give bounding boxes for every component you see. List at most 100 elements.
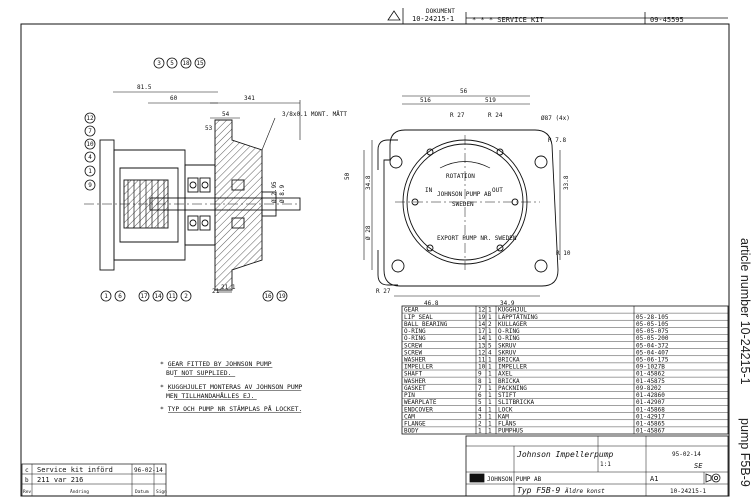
part-pos: 12	[478, 349, 486, 356]
dim-i: R 27	[450, 112, 465, 119]
front-view	[363, 95, 561, 297]
dim-p: 46.8	[424, 300, 439, 307]
part-article: 05-06-175	[636, 356, 669, 363]
dim-f: 56	[460, 88, 468, 95]
part-name-en: ENDCOVER	[404, 406, 433, 413]
part-name-en: PIN	[404, 392, 415, 399]
balloon: 2	[180, 290, 192, 302]
part-pos: 1	[478, 428, 482, 435]
part-pos: 13	[478, 342, 486, 349]
part-article: 01-45862	[636, 371, 665, 378]
thread-note: 3/8x0.1 MONT. MÅTT	[282, 111, 347, 118]
balloon: 17	[138, 290, 150, 302]
balloon-label: 3	[157, 60, 161, 67]
part-name-sv: O-RING	[498, 335, 520, 342]
part-qty: 5	[488, 342, 492, 349]
part-qty: 1	[488, 420, 492, 427]
part-name-en: SCREW	[404, 349, 422, 356]
pump-type: Typ F5B-9	[517, 486, 561, 495]
part-article: 09-1027B	[636, 364, 665, 371]
part-name-en: GASKET	[404, 385, 426, 392]
part-pos: 7	[478, 385, 482, 392]
balloon-label: 14	[154, 293, 162, 300]
part-article: 01-42917	[636, 413, 665, 420]
balloon-label: 5	[170, 60, 174, 67]
part-article: 05-04-372	[636, 342, 669, 349]
part-name-en: IMPELLER	[404, 364, 433, 371]
part-name-sv: SKRUV	[498, 342, 516, 349]
part-name-sv: SLITBRICKA	[498, 399, 535, 406]
part-qty: 1	[488, 378, 492, 385]
part-pos: 8	[478, 378, 482, 385]
plate-out: OUT	[492, 187, 503, 194]
rev-head-b: Ändring	[70, 488, 89, 495]
extra-note: Äldre konst	[564, 488, 605, 495]
sheet-size: A1	[650, 475, 658, 483]
part-article: 01-45868	[636, 406, 665, 413]
part-name-sv: LOCK	[498, 406, 513, 413]
part-name-en: LIP SEAL	[404, 314, 433, 321]
part-name-sv: SKRUV	[498, 349, 516, 356]
part-pos: 19	[478, 314, 486, 321]
part-article: 09-8202	[636, 385, 662, 392]
dim-v: Ø 8.9	[279, 185, 286, 203]
part-name-en: O-RING	[404, 335, 426, 342]
part-name-sv: AXEL	[498, 371, 513, 378]
balloon: 11	[166, 290, 178, 302]
section-dimensions: 81.5 60 54 341 53 3/8x0.1 MONT. MÅTT 21.…	[137, 84, 347, 295]
side-label: article number 10-24215-1 pump F5B-9	[728, 0, 756, 501]
part-name-sv: IMPELLER	[498, 364, 527, 371]
balloon: 1	[100, 290, 112, 302]
part-name-sv: BRICKA	[498, 378, 520, 385]
part-qty: 1	[488, 314, 492, 321]
dim-q: 34.9	[500, 300, 515, 307]
doc-number: 10-24215-1	[412, 15, 454, 23]
balloon: 9	[84, 179, 96, 191]
part-pos: 17	[478, 328, 486, 335]
plate-lower: EXPORT PUMP NR. SWEDEN	[437, 235, 517, 242]
dim-g: 516	[420, 97, 431, 104]
company-logo	[469, 473, 485, 483]
part-qty: 1	[488, 399, 492, 406]
part-qty: 1	[488, 385, 492, 392]
note-line: BUT NOT SUPPLIED.	[166, 369, 231, 377]
balloon: 4	[84, 151, 96, 163]
dim-d: 341	[244, 95, 255, 102]
balloon-label: 6	[118, 293, 122, 300]
note-line: * KUGGHJULET MONTERAS AV JOHNSON PUMP	[160, 383, 303, 391]
part-name-sv: PACKNING	[498, 385, 527, 392]
ref-number: 09-45595	[650, 16, 684, 24]
title-date: 95-02-14	[672, 451, 701, 458]
part-qty: 1	[488, 392, 492, 399]
plate-in: IN	[425, 187, 433, 194]
part-name-en: SCREW	[404, 342, 422, 349]
title-block-text: Johnson Impellerpump Typ F5B-9 Äldre kon…	[487, 450, 707, 495]
part-pos: 11	[478, 356, 486, 363]
revision-text: c Service kit införd 96-02-14 b 211 var …	[23, 466, 167, 495]
part-article: 01-42860	[636, 392, 665, 399]
part-qty: 1	[488, 328, 492, 335]
part-name-sv: PUMPHUS	[498, 428, 524, 435]
balloon-label: 12	[86, 115, 94, 122]
part-name-en: BALL BEARING	[404, 321, 448, 328]
balloon-label: 9	[88, 182, 92, 189]
balloon: 12	[84, 112, 96, 124]
part-article: 01-45867	[636, 428, 665, 435]
dim-b: 60	[170, 95, 178, 102]
dim-a: 81.5	[137, 84, 152, 91]
balloon-label: 1	[104, 293, 108, 300]
part-pos: 3	[478, 413, 482, 420]
front-dimensions: 56 516 519 R 27 R 24 Ø87 (4x) R 7.8 50 3…	[344, 88, 571, 307]
balloon-label: 2	[184, 293, 188, 300]
part-article: 05-05-200	[636, 335, 669, 342]
balloon: 16	[262, 290, 274, 302]
balloon: 14	[152, 290, 164, 302]
dim-e: 53	[205, 125, 213, 132]
